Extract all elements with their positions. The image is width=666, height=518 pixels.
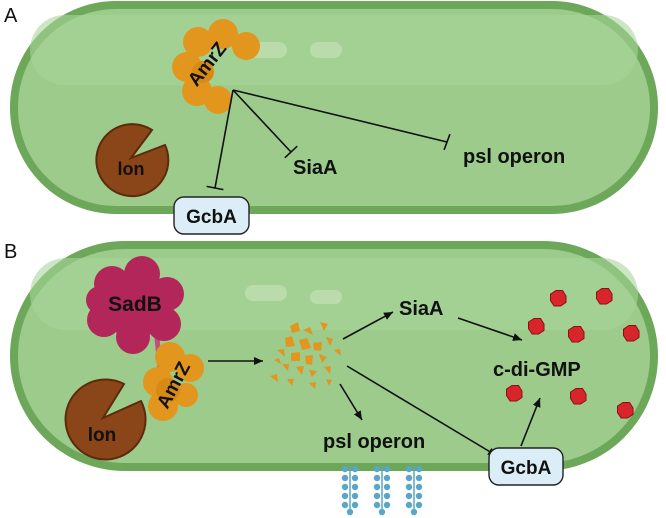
panel-b-letter: B <box>4 241 17 263</box>
amrz-protein-b: AmrZ <box>143 342 204 421</box>
siaa-label-b: SiaA <box>399 298 443 320</box>
psl-chain-3 <box>405 465 423 516</box>
psl-polysaccharide-chains <box>341 465 423 516</box>
lon-label-b: lon <box>88 425 117 446</box>
gcba-label-a: GcbA <box>186 207 237 228</box>
psl-operon-label-a: psl operon <box>463 146 565 168</box>
gcba-label-b: GcbA <box>501 458 552 479</box>
siaa-label-a: SiaA <box>293 157 337 179</box>
inhibition-lines-a <box>206 89 451 191</box>
lon-protein-b: lon <box>64 378 147 461</box>
sadb-label: SadB <box>108 293 162 316</box>
cdigmp-label: c-di-GMP <box>493 359 581 381</box>
panel-a-letter: A <box>4 5 18 27</box>
cdigmp-molecules <box>506 288 640 419</box>
amrz-protein-a: AmrZ <box>172 19 260 114</box>
gcba-box-a: GcbA <box>173 196 250 235</box>
amrz-fragments <box>270 322 341 389</box>
activation-arrows-b <box>208 311 541 457</box>
lon-protein-a: lon <box>95 123 170 198</box>
psl-operon-label-b: psl operon <box>323 431 425 453</box>
lon-label-a: lon <box>118 159 145 179</box>
gcba-box-b: GcbA <box>488 447 564 486</box>
psl-chain-1 <box>341 465 359 516</box>
psl-chain-2 <box>373 465 391 516</box>
sadb-protein: SadB <box>86 256 184 354</box>
